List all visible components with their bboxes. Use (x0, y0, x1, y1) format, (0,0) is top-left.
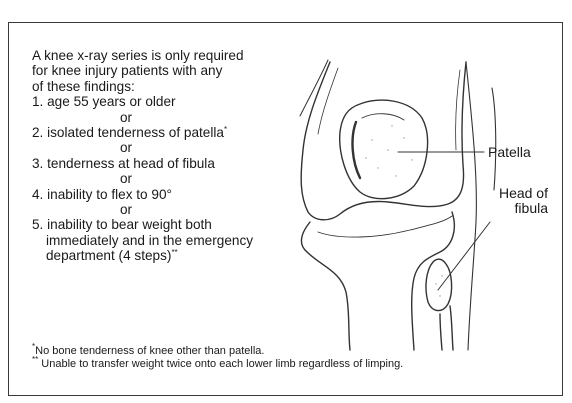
footnotes: *No bone tenderness of knee other than p… (32, 345, 403, 371)
label-head-of-fibula: Head of fibula (486, 186, 548, 216)
footnote-1: *No bone tenderness of knee other than p… (32, 345, 403, 358)
label-head-of-fibula-line-1: Head of (486, 186, 548, 201)
fibula-leader-line (438, 222, 490, 290)
label-head-of-fibula-line-2: fibula (486, 201, 548, 216)
label-patella: Patella (488, 145, 531, 160)
tibia-outline (301, 222, 350, 350)
fibula-head-outline (426, 259, 452, 310)
femur-outline (301, 62, 466, 220)
footnote-2: ** Unable to transfer weight twice onto … (32, 358, 403, 371)
